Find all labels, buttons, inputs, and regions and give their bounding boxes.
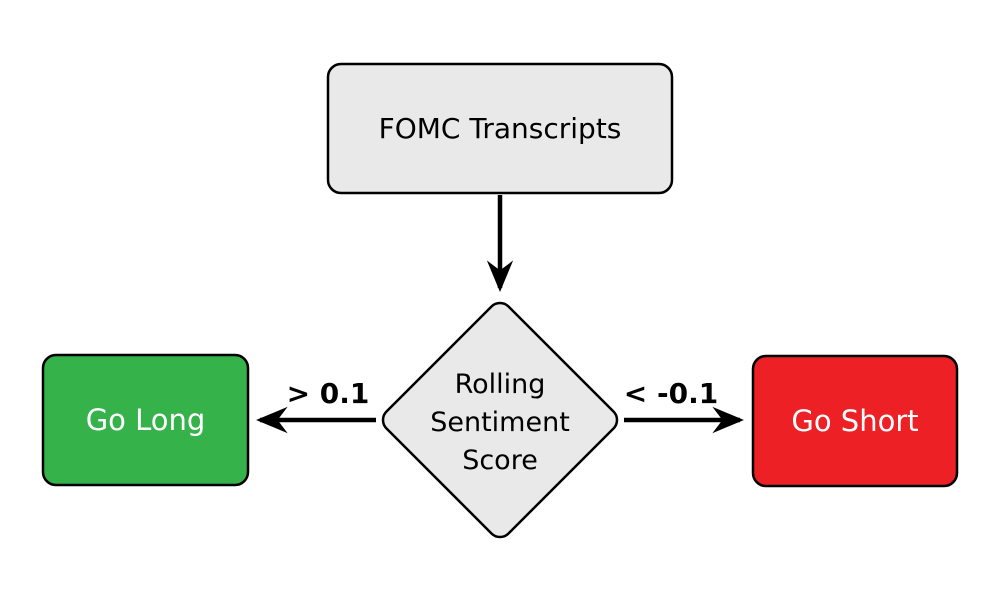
node-go-short: Go Short — [751, 354, 959, 488]
node-decision-line-3: Score — [462, 445, 538, 476]
node-fomc-transcripts: FOMC Transcripts — [326, 62, 674, 195]
node-go-short-label: Go Short — [791, 404, 918, 438]
node-rolling-sentiment-score: Rolling Sentiment Score — [381, 301, 619, 539]
node-decision-line-2: Sentiment — [430, 407, 570, 438]
edge-label-short-condition: < -0.1 — [624, 377, 718, 410]
node-fomc-transcripts-box — [326, 62, 674, 195]
node-go-long-label: Go Long — [86, 403, 206, 437]
node-fomc-transcripts-label: FOMC Transcripts — [379, 112, 622, 145]
node-go-long: Go Long — [41, 353, 250, 487]
node-decision-diamond — [381, 301, 619, 539]
edge-label-long-condition: > 0.1 — [287, 377, 370, 410]
node-go-long-box — [41, 353, 250, 487]
node-go-short-box — [751, 354, 959, 488]
node-decision-line-1: Rolling — [455, 369, 546, 400]
